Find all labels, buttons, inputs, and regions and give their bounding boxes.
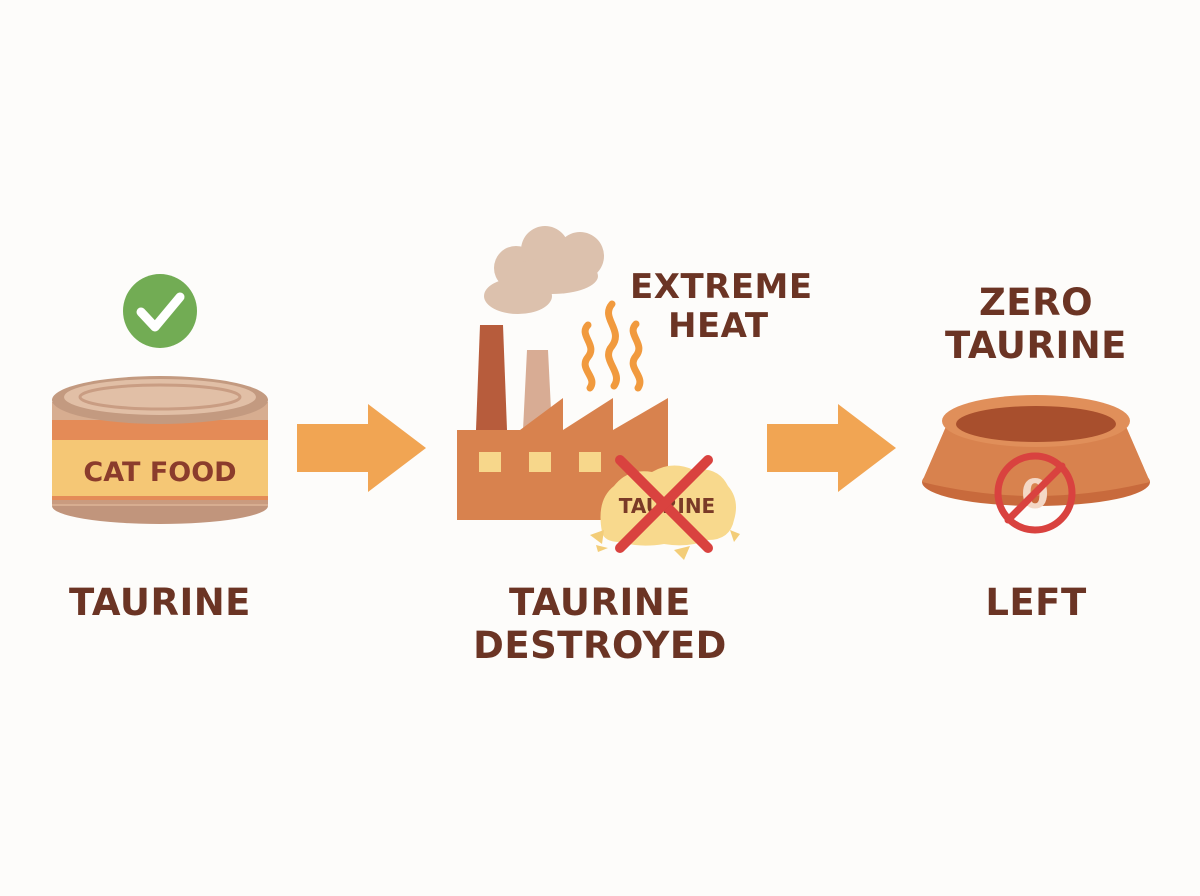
- step2-caption-line1: TAURINE: [509, 581, 691, 624]
- heat-label: EXTREME HEAT: [600, 267, 870, 347]
- check-circle-icon: [123, 274, 197, 348]
- arrow-right-icon: [767, 404, 896, 492]
- heat-label-line1: EXTREME: [630, 267, 813, 307]
- arrow-right-icon: [297, 404, 426, 492]
- heat-waves-icon: [581, 300, 644, 392]
- step3-caption: LEFT: [985, 581, 1087, 624]
- can-label: CAT FOOD: [83, 457, 236, 488]
- step1-caption: TAURINE: [69, 581, 251, 624]
- step3-title: ZERO TAURINE: [906, 281, 1166, 367]
- step3-title-line1: ZERO: [978, 281, 1094, 324]
- bowl-icon: [922, 395, 1150, 506]
- step2-caption-line2: DESTROYED: [473, 623, 727, 667]
- cat-food-can-icon: CAT FOOD: [52, 376, 268, 524]
- no-symbol-icon: 0: [994, 452, 1076, 534]
- step2-caption: TAURINE DESTROYED: [440, 581, 760, 667]
- cross-icon: [615, 455, 713, 553]
- step3-title-line2: TAURINE: [945, 323, 1127, 367]
- heat-label-line2: HEAT: [668, 306, 769, 347]
- smoke-icon: [484, 226, 604, 314]
